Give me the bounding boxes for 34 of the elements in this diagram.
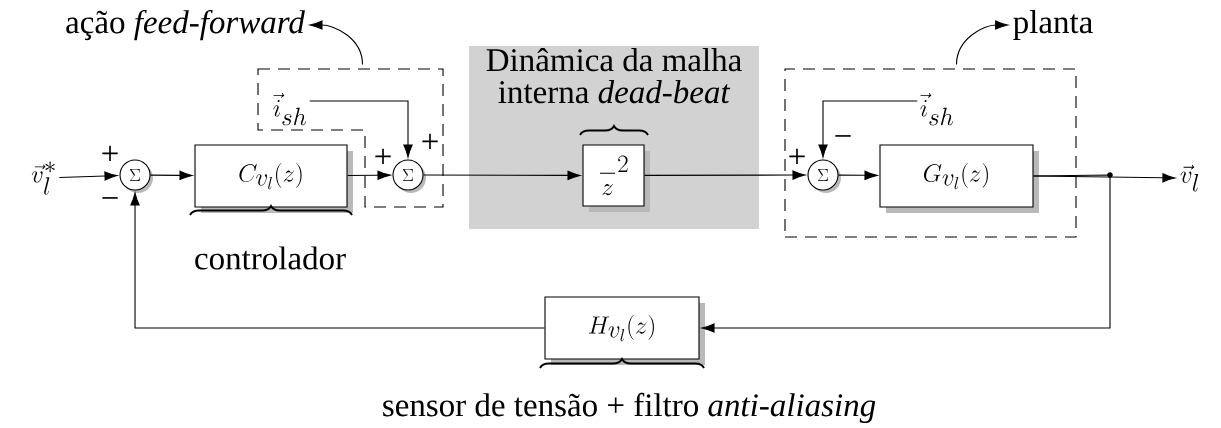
arrow	[130, 192, 545, 329]
arrow	[58, 171, 118, 181]
sign-label: +	[375, 148, 391, 165]
signal-label: $\vec{i}_{sh}$	[273, 92, 306, 126]
brace-label: sensor de tensão + filtro anti-aliasing	[383, 392, 876, 424]
arrow	[644, 170, 806, 180]
block-box: $H_{v_l}(z)$	[544, 296, 705, 365]
arrow	[150, 170, 193, 180]
signal-label: $\vec{v}_l$	[1180, 164, 1199, 192]
arrow	[838, 170, 878, 180]
summing-junction: $\Sigma$	[392, 159, 426, 193]
arrow	[347, 170, 391, 180]
summing-junction: $\Sigma$	[119, 159, 153, 193]
arrow	[818, 100, 918, 158]
block-box: $\overset{-}{z}^{2}$	[582, 144, 650, 212]
curved-arrow	[309, 20, 364, 65]
sign-label: +	[102, 145, 118, 162]
arrow	[701, 174, 1111, 333]
signal-label: $\vec{v}_l^*$	[31, 161, 55, 195]
sign-label: −	[835, 135, 851, 137]
block-box: $G_{v_l}(z)$	[879, 144, 1039, 213]
block-box: $C_{v_l}(z)$	[194, 144, 353, 213]
sign-label: +	[789, 148, 805, 165]
signal-label: $\vec{i}_{sh}$	[920, 92, 953, 126]
sign-label: +	[422, 133, 438, 150]
brace-label: controlador	[195, 246, 346, 270]
sign-label: −	[102, 197, 118, 199]
arrow	[309, 100, 413, 158]
curved-arrow	[955, 20, 1009, 65]
summing-junction: $\Sigma$	[807, 159, 841, 193]
signal-label: planta	[1013, 10, 1093, 40]
dashed-region	[784, 68, 1077, 238]
arrow	[423, 170, 581, 181]
signal-label: ação feed-forward	[66, 9, 305, 41]
